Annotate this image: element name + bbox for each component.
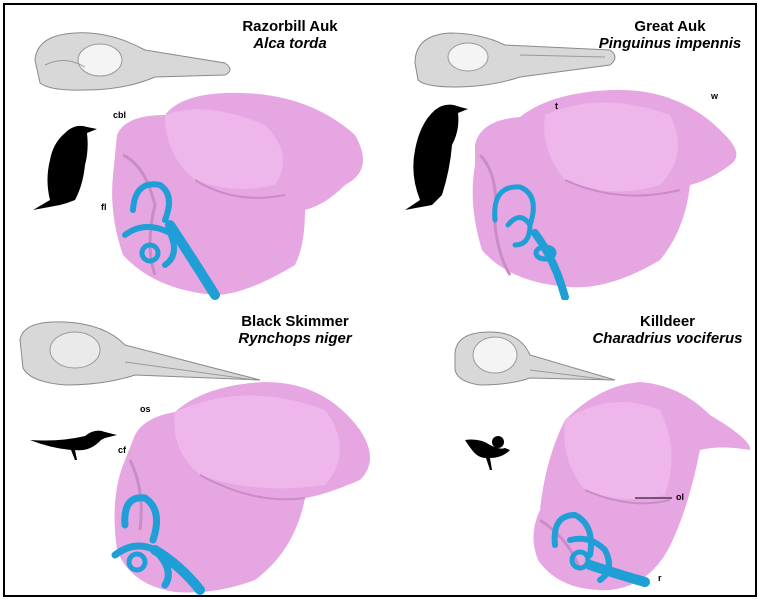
skull-image	[19, 321, 261, 386]
panel-killdeer: Killdeer Charadrius vociferus ol r	[380, 300, 755, 595]
inner-ear	[111, 494, 205, 595]
panel-black-skimmer: Black Skimmer Rynchops niger os cf	[5, 300, 380, 595]
panel-great-auk: Great Auk Pinguinus impennis t w	[380, 5, 755, 300]
skull-image	[34, 32, 231, 91]
skull-image	[454, 331, 616, 386]
species-title: Great Auk Pinguinus impennis	[595, 18, 745, 52]
annotation-label: cbl	[113, 110, 127, 120]
bird-silhouette	[465, 436, 510, 470]
inner-ear	[122, 181, 220, 300]
brain-endocast	[533, 382, 751, 591]
annotation-label: t	[555, 101, 558, 111]
annotation-label: w	[711, 91, 719, 101]
scientific-name: Alca torda	[253, 34, 327, 52]
annotation-label: cf	[118, 445, 127, 455]
common-name: Razorbill Auk	[242, 18, 338, 35]
razorbill-illustration	[33, 32, 363, 300]
common-name: Killdeer	[639, 313, 696, 330]
killdeer-illustration	[454, 331, 751, 591]
scientific-name: Pinguinus impennis	[598, 34, 742, 52]
common-name: Black Skimmer	[241, 313, 349, 330]
annotation-label: r	[658, 573, 662, 583]
species-title: Killdeer Charadrius vociferus	[585, 313, 750, 347]
species-title: Black Skimmer Rynchops niger	[220, 313, 370, 347]
brain-endocast	[114, 382, 370, 593]
skull-image	[414, 32, 616, 88]
bird-silhouette	[33, 125, 97, 210]
annotation-label: os	[140, 404, 151, 414]
common-name: Great Auk	[634, 18, 706, 35]
inner-ear	[551, 511, 650, 587]
species-title: Razorbill Auk Alca torda	[210, 18, 370, 52]
annotation-label: fl	[101, 202, 107, 212]
scientific-name: Rynchops niger	[238, 329, 352, 347]
annotation-label: ol	[676, 492, 684, 502]
black-skimmer-illustration	[19, 321, 370, 595]
inner-ear	[492, 184, 569, 300]
scientific-name: Charadrius vociferus	[592, 329, 743, 347]
figure-frame: Razorbill Auk Alca torda cbl fl	[3, 3, 757, 597]
panel-razorbill-auk: Razorbill Auk Alca torda cbl fl	[5, 5, 380, 300]
bird-silhouette	[30, 430, 117, 460]
great-auk-illustration	[405, 32, 737, 300]
bird-silhouette	[405, 104, 468, 210]
brain-endocast	[112, 92, 363, 295]
